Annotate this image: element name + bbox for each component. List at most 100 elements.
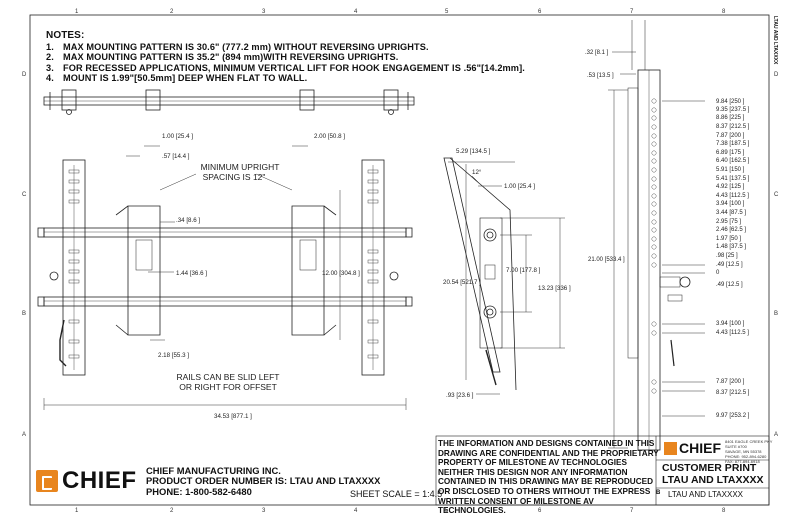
- dim-label: .93 [23.6 ]: [446, 392, 474, 399]
- grid-columns: 1 2 3 4 5 6 7 8 1 2 3 4 5 6 7 8: [75, 9, 726, 514]
- title-block-logo-text: CHIEF: [679, 440, 721, 456]
- col-number: 5: [445, 9, 449, 15]
- scale-label: 7.38 [187.5 ]: [716, 141, 750, 147]
- upright-top-labels: .32 [8.1 ] .53 [13.5 ] 21.00 [533.4 ]: [585, 50, 625, 263]
- scale-label: 3.44 [87.5 ]: [716, 210, 746, 216]
- title-block-frame: [435, 435, 770, 506]
- col-number: 3: [262, 508, 266, 514]
- col-number: 2: [170, 9, 174, 15]
- chief-logo-text: CHIEF: [62, 467, 137, 494]
- scale-label: 2.46 [62.5 ]: [716, 227, 746, 233]
- dim-label: 20.54 [521.7 ]: [443, 279, 481, 286]
- note-item: 2.MAX MOUNTING PATTERN IS 35.2" (894 mm)…: [46, 52, 525, 63]
- company-info: CHIEF MANUFACTURING INC. PRODUCT ORDER N…: [146, 465, 381, 497]
- dim-label: 2.18 [55.3 ]: [158, 352, 189, 359]
- company-name: CHIEF MANUFACTURING INC.: [146, 465, 281, 476]
- scale-label: 8.86 [225 ]: [716, 115, 745, 121]
- scale-label: 4.43 [112.5 ]: [716, 193, 749, 199]
- dim-label: 12°: [472, 169, 482, 176]
- dim-label: .57 [14.4 ]: [162, 153, 190, 160]
- dim-label: 1.00 [25.4 ]: [162, 133, 193, 140]
- upright-scale-labels: 9.84 [250 ] 9.35 [237.5 ] 8.86 [225 ] 8.…: [716, 99, 750, 419]
- col-number: 3: [262, 9, 266, 15]
- note-number: 1.: [46, 41, 54, 52]
- scale-label: 6.89 [175 ]: [716, 150, 745, 156]
- front-view: [37, 159, 413, 376]
- sheet-size: B: [656, 490, 661, 496]
- scale-label: .49 [12.5 ]: [716, 282, 743, 288]
- drawing-title-line: CUSTOMER PRINT: [662, 462, 757, 474]
- col-number: 7: [630, 508, 634, 514]
- rails-slide-note: RAILS CAN BE SLID LEFT: [177, 372, 280, 382]
- note-number: 2.: [46, 52, 54, 63]
- col-number: 7: [630, 9, 634, 15]
- front-dimension-lines: [43, 145, 407, 410]
- row-letter: C: [774, 192, 779, 198]
- sheet-side-label: LTAU AND LTAXXXX: [772, 16, 778, 65]
- row-letter: D: [774, 72, 779, 78]
- scale-label: 7.87 [200 ]: [716, 379, 745, 385]
- scale-label: 5.41 [137.5 ]: [716, 176, 750, 182]
- upright-view: [627, 20, 691, 451]
- dim-label: .53 [13.5 ]: [587, 73, 614, 79]
- col-number: 8: [722, 9, 726, 15]
- row-letter: C: [22, 192, 27, 198]
- scale-label: 9.35 [237.5 ]: [716, 107, 750, 113]
- upright-holes: [651, 98, 657, 394]
- order-number: PRODUCT ORDER NUMBER IS: LTAU AND LTAXXX…: [146, 475, 381, 487]
- note-item: 3.FOR RECESSED APPLICATIONS, MINIMUM VER…: [46, 63, 525, 74]
- note-text: MOUNT IS 1.99"[50.5mm] DEEP WHEN FLAT TO…: [63, 73, 308, 84]
- scale-label: 8.37 [212.5 ]: [716, 390, 750, 396]
- top-view-rail: [43, 89, 415, 115]
- min-upright-note: MINIMUM UPRIGHT: [201, 162, 280, 172]
- address-line: SAVAGE, MN 55378: [725, 449, 762, 454]
- scale-label: 9.97 [253.2 ]: [716, 413, 750, 419]
- col-number: 4: [354, 9, 358, 15]
- notes-block: NOTES: 1.MAX MOUNTING PATTERN IS 30.6" (…: [46, 30, 525, 84]
- front-notes: MINIMUM UPRIGHT SPACING IS 12" RAILS CAN…: [177, 162, 280, 392]
- col-number: 1: [75, 9, 79, 15]
- col-number: 8: [722, 508, 726, 514]
- scale-label: 5.91 [150 ]: [716, 167, 745, 173]
- scale-label: 7.87 [200 ]: [716, 133, 745, 139]
- chief-logo: CHIEF: [36, 467, 137, 495]
- note-item: 1. MAX MOUNTING PATTERN IS 30.6" (777.2 m…: [46, 42, 525, 53]
- scale-label: 1.48 [37.5 ]: [716, 244, 746, 250]
- row-letter: A: [774, 432, 778, 438]
- dim-label: 1.00 [25.4 ]: [504, 183, 535, 190]
- dim-label: .34 [8.6 ]: [176, 217, 200, 224]
- address-line: FAX: 877-894-6918: [725, 459, 760, 464]
- min-upright-note: SPACING IS 12": [203, 172, 266, 182]
- note-item: 4.MOUNT IS 1.99"[50.5mm] DEEP WHEN FLAT …: [46, 73, 525, 84]
- scale-label: 3.94 [100 ]: [716, 321, 745, 327]
- note-text: MAX MOUNTING PATTERN IS 30.6" (777.2 mm)…: [63, 41, 429, 52]
- scale-label: 2.95 [75 ]: [716, 219, 741, 225]
- scale-label: 0: [716, 270, 720, 276]
- address-line: SUITE #700: [725, 444, 747, 449]
- rails-slide-note: OR RIGHT FOR OFFSET: [179, 382, 277, 392]
- grid-rows: D C B A D C B A: [22, 72, 779, 438]
- row-letter: B: [774, 311, 778, 317]
- address-line: 8401 EAGLE CREEK PKY: [725, 439, 773, 444]
- col-number: 6: [538, 9, 542, 15]
- side-dimension-lines: [448, 161, 565, 395]
- scale-label: 3.94 [100 ]: [716, 201, 745, 207]
- front-dimension-labels: 1.00 [25.4 ] 2.00 [50.8 ] .57 [14.4 ] .3…: [158, 133, 360, 420]
- title-block-address: 8401 EAGLE CREEK PKY SUITE #700 SAVAGE, …: [725, 439, 772, 464]
- dim-label: 2.00 [50.8 ]: [314, 133, 345, 140]
- dim-label: 7.00 [177.8 ]: [506, 267, 541, 274]
- address-line: PHONE: 952-894-6280: [725, 454, 767, 459]
- scale-label: 6.40 [162.5 ]: [716, 158, 750, 164]
- scale-label: .98 [25 ]: [716, 253, 738, 259]
- dim-label: 34.53 [877.1 ]: [214, 413, 252, 420]
- drawing-border: [29, 14, 770, 506]
- sheet-scale: SHEET SCALE = 1:4.5: [350, 489, 443, 499]
- title-block-logo: CHIEF: [664, 440, 721, 456]
- col-number: 5: [445, 508, 449, 514]
- side-view: [443, 157, 517, 391]
- dim-label: 21.00 [533.4 ]: [588, 257, 625, 263]
- row-letter: A: [22, 432, 26, 438]
- chief-logo-icon: [664, 441, 677, 455]
